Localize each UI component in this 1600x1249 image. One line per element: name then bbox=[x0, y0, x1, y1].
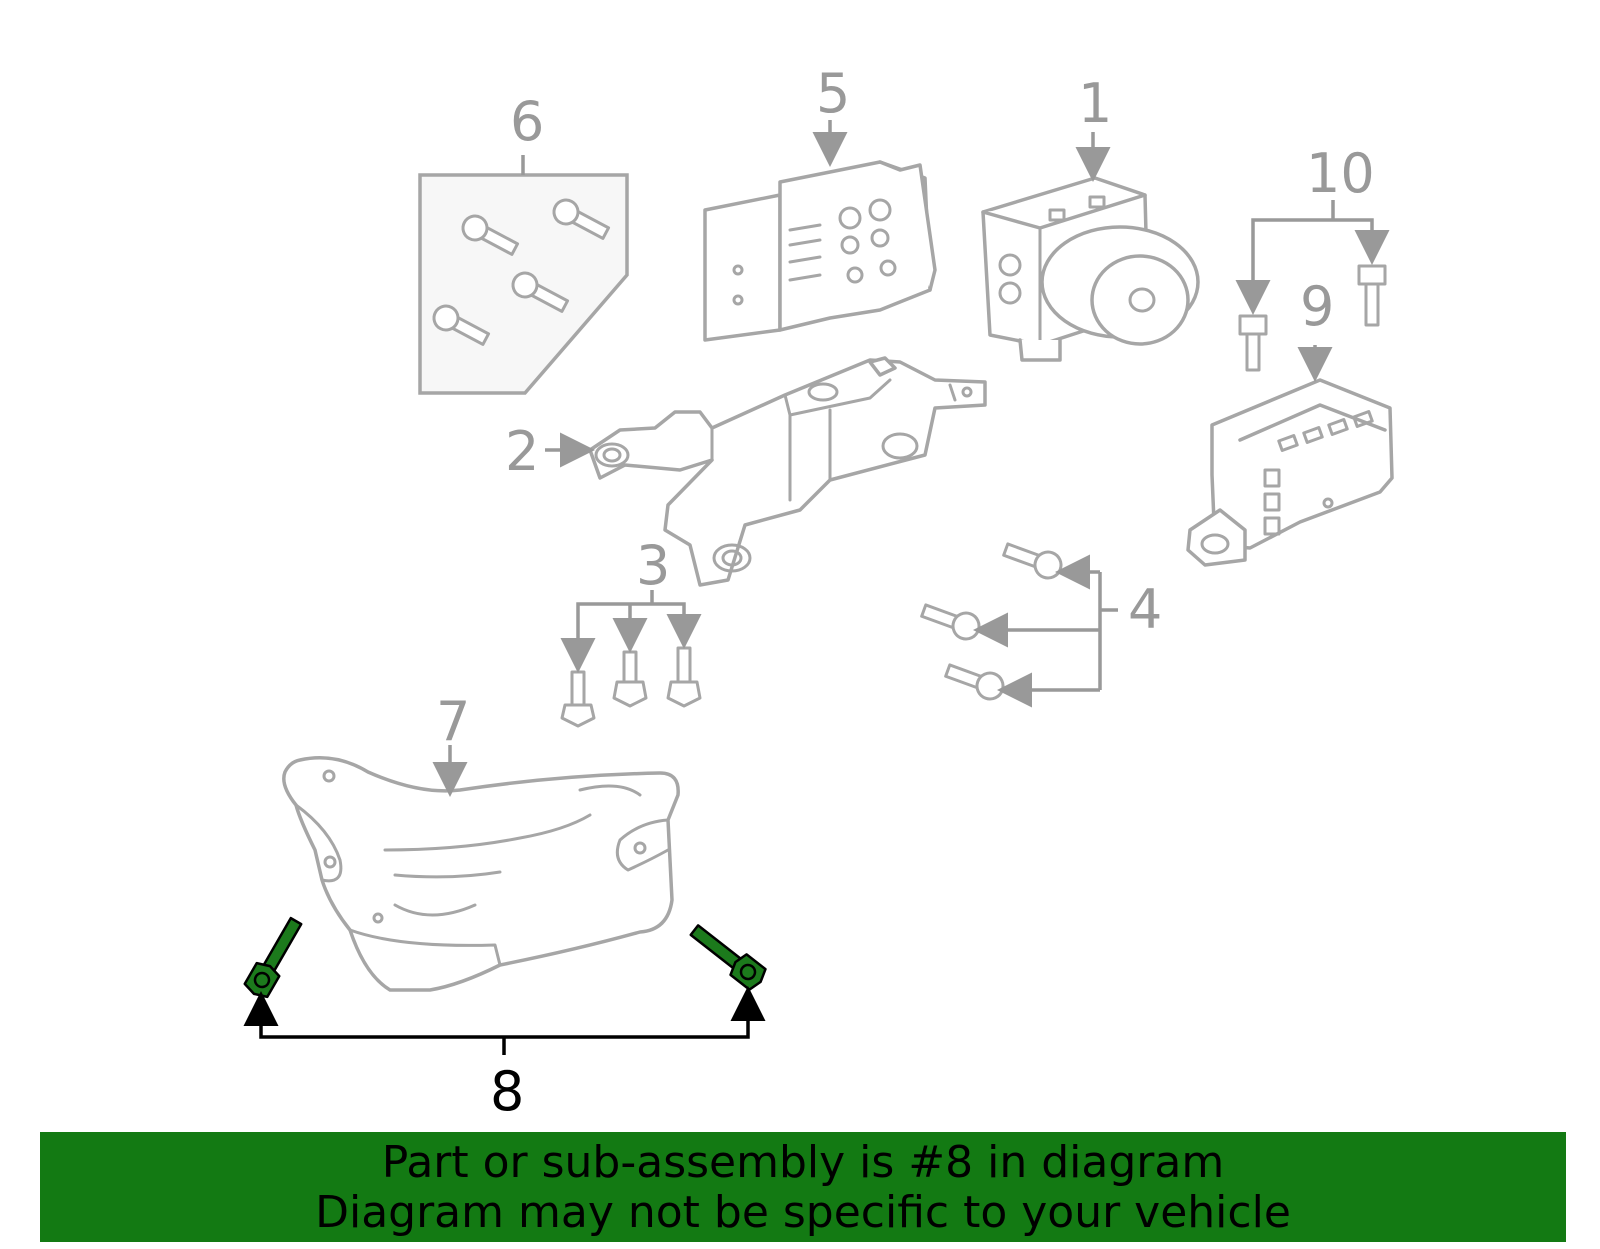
callout-9: 9 bbox=[1300, 275, 1334, 338]
part-6-bolt-kit bbox=[418, 173, 629, 395]
callout-6: 6 bbox=[510, 90, 544, 153]
banner-line-1: Part or sub-assembly is #8 in diagram bbox=[381, 1137, 1225, 1188]
part-5-modulator bbox=[703, 160, 937, 342]
callout-2: 2 bbox=[505, 420, 539, 483]
callout-8: 8 bbox=[490, 1060, 524, 1123]
callout-3: 3 bbox=[636, 534, 670, 597]
banner-line-2: Diagram may not be specific to your vehi… bbox=[315, 1187, 1291, 1238]
part-7-shield bbox=[282, 756, 680, 992]
part-2-bracket bbox=[588, 356, 987, 587]
callout-4: 4 bbox=[1128, 578, 1162, 641]
part-9-control-module bbox=[1186, 378, 1394, 567]
part-4-bolts bbox=[920, 542, 1063, 701]
part-3-bolts bbox=[560, 646, 702, 728]
callout-1: 1 bbox=[1078, 72, 1112, 135]
info-banner: Part or sub-assembly is #8 in diagram Di… bbox=[40, 1132, 1566, 1242]
part-10-bolts bbox=[1238, 264, 1387, 372]
leader-8 bbox=[259, 995, 750, 1039]
part-8-bolts-highlighted bbox=[243, 916, 767, 999]
callout-5: 5 bbox=[816, 62, 850, 125]
callout-10: 10 bbox=[1306, 142, 1375, 205]
callout-7: 7 bbox=[436, 690, 470, 753]
part-1-abs-unit bbox=[981, 176, 1200, 362]
